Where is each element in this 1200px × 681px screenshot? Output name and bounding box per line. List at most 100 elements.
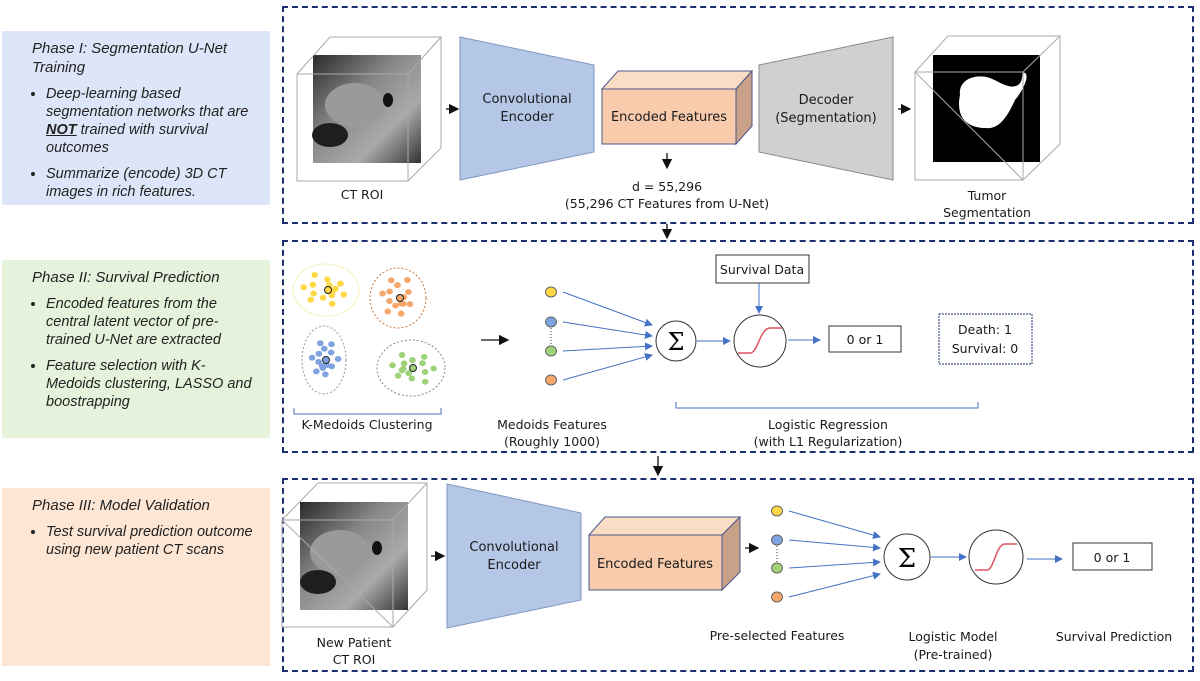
cluster-point bbox=[405, 370, 413, 377]
cluster-point bbox=[327, 349, 335, 356]
cluster-point bbox=[405, 289, 412, 296]
phase-1-title: Phase I: Segmentation U-Net Training bbox=[32, 40, 228, 76]
feature-node bbox=[771, 534, 783, 546]
cluster-point bbox=[408, 375, 416, 382]
cluster-point bbox=[337, 280, 344, 287]
cluster-point bbox=[387, 277, 395, 284]
logistic-model-sublabel: (Pre-trained) bbox=[914, 647, 993, 662]
encoder-label: Convolutional bbox=[469, 540, 558, 555]
logistic-model-label: Logistic Model bbox=[908, 629, 997, 644]
sigma-icon: Σ bbox=[898, 544, 916, 574]
summation-node bbox=[883, 533, 931, 581]
sigmoid-curve-icon bbox=[975, 543, 1017, 571]
cluster-point bbox=[398, 367, 406, 374]
encoder-label-2: Encoder bbox=[500, 110, 554, 125]
input-arrow bbox=[562, 353, 653, 381]
preselected-features-label: Pre-selected Features bbox=[710, 628, 845, 643]
sigma-icon: Σ bbox=[668, 328, 685, 356]
cluster-point bbox=[430, 365, 437, 372]
preselected-feature-nodes bbox=[771, 505, 881, 603]
input-arrow bbox=[788, 558, 881, 569]
encoded-features-label: Encoded Features bbox=[597, 557, 713, 572]
cluster-point bbox=[328, 341, 335, 348]
input-arrow bbox=[562, 321, 653, 339]
new-patient-label: New Patient bbox=[317, 635, 392, 650]
feature-node bbox=[545, 316, 557, 328]
feature-node bbox=[545, 345, 557, 357]
decoder-block bbox=[758, 36, 894, 181]
medoids-features-label: Medoids Features bbox=[497, 417, 607, 432]
tumor-segmentation-label-2: Segmentation bbox=[943, 205, 1031, 220]
phase-2-bullet-2: Feature selection with K-Medoids cluster… bbox=[46, 357, 258, 411]
phase-3-panel: Phase III: Model Validation Test surviva… bbox=[2, 488, 270, 666]
encoder-block bbox=[459, 36, 595, 181]
cluster-point bbox=[315, 350, 323, 357]
summation-node bbox=[655, 320, 697, 362]
cluster-point bbox=[319, 294, 327, 301]
stage-2-frame bbox=[282, 240, 1194, 453]
cluster-point bbox=[386, 288, 393, 295]
cluster-point bbox=[317, 340, 324, 347]
stage-1-frame bbox=[282, 6, 1194, 224]
input-arrow bbox=[562, 291, 653, 327]
cluster-point bbox=[319, 364, 327, 371]
logistic-regression-label: Logistic Regression bbox=[768, 417, 888, 432]
input-arrow bbox=[788, 571, 881, 598]
cluster-point bbox=[421, 368, 429, 375]
encoded-features-label: Encoded Features bbox=[611, 110, 727, 125]
phase-3-title: Phase III: Model Validation bbox=[32, 497, 210, 514]
cluster-point bbox=[406, 301, 414, 308]
cluster-point bbox=[398, 352, 406, 359]
survival-prediction-label: Survival Prediction bbox=[1056, 629, 1172, 644]
feature-node bbox=[545, 286, 557, 298]
cluster-point bbox=[334, 355, 342, 362]
cluster-point bbox=[399, 300, 407, 307]
prediction-output-label: 0 or 1 bbox=[1094, 550, 1131, 565]
bracket bbox=[293, 408, 442, 415]
cluster-point bbox=[386, 297, 393, 304]
cluster-point bbox=[394, 282, 401, 289]
encoder-block bbox=[446, 483, 582, 629]
cluster-point bbox=[394, 372, 402, 379]
encoded-features-block bbox=[587, 515, 742, 592]
encoder-label-2: Encoder bbox=[487, 558, 541, 573]
survival-data-label: Survival Data bbox=[720, 262, 804, 277]
medoid-feature-nodes bbox=[545, 286, 653, 386]
dimension-label: d = 55,296 bbox=[632, 179, 702, 194]
cluster-point bbox=[421, 378, 429, 385]
sigmoid-node bbox=[733, 314, 787, 368]
logistic-regression-sublabel: (with L1 Regularization) bbox=[754, 434, 903, 449]
medoid-point bbox=[396, 294, 404, 302]
encoder-label: Convolutional bbox=[482, 92, 571, 107]
cluster-point bbox=[307, 296, 314, 303]
ct-roi-label: CT ROI bbox=[341, 187, 384, 202]
phase-2-panel: Phase II: Survival Prediction Encoded fe… bbox=[2, 260, 270, 438]
new-patient-sublabel: CT ROI bbox=[333, 652, 376, 667]
cluster-point bbox=[419, 360, 426, 367]
cluster-point bbox=[379, 290, 386, 297]
feature-node bbox=[545, 374, 557, 386]
tumor-segmentation-label: Tumor bbox=[967, 188, 1007, 203]
cluster-point bbox=[404, 277, 411, 284]
cluster-point bbox=[328, 292, 336, 299]
cluster-point bbox=[389, 362, 396, 369]
tumor-segmentation-volume bbox=[914, 35, 1061, 181]
cluster-point bbox=[397, 310, 405, 317]
cluster-point bbox=[300, 284, 307, 291]
stage-3-frame bbox=[282, 478, 1194, 672]
k-medoids-clusters bbox=[292, 263, 446, 397]
input-arrow bbox=[788, 510, 881, 539]
cluster-point bbox=[340, 291, 348, 298]
output-box bbox=[828, 325, 902, 353]
phase-2-bullet-1: Encoded features from the central latent… bbox=[46, 295, 258, 349]
cluster-point bbox=[420, 353, 428, 360]
legend-death: Death: 1 bbox=[958, 322, 1012, 337]
cluster-point bbox=[392, 302, 399, 309]
ct-volume bbox=[296, 36, 442, 182]
cluster-point bbox=[310, 290, 317, 297]
cluster-point bbox=[311, 271, 319, 278]
cluster-point bbox=[409, 357, 416, 364]
prediction-output-box bbox=[1072, 542, 1153, 571]
medoids-features-sublabel: (Roughly 1000) bbox=[504, 434, 600, 449]
